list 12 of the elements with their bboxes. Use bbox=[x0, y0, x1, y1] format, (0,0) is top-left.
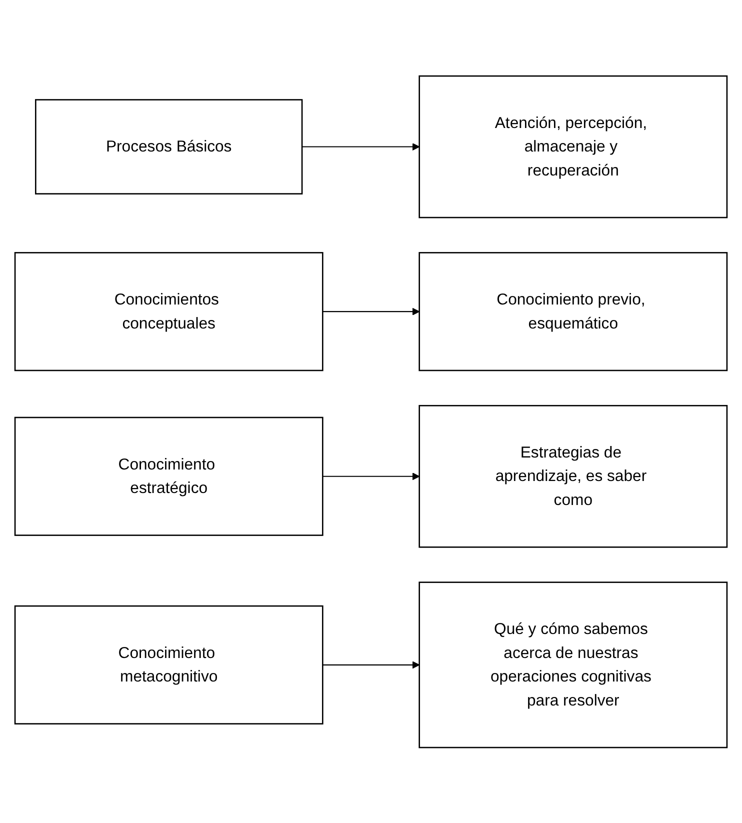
node-box: Estrategias de aprendizaje, es saber como bbox=[418, 404, 728, 548]
arrow bbox=[322, 307, 420, 316]
arrow bbox=[302, 142, 420, 150]
arrow bbox=[322, 660, 420, 668]
node-box: Conocimiento estratégico bbox=[14, 416, 324, 536]
node-box: Qué y cómo sabemos acerca de nuestras operaciones cognitivas para resolver bbox=[418, 581, 728, 748]
node-box: Conocimiento previo, esquemático bbox=[418, 252, 728, 371]
node-box: Conocimientos conceptuales bbox=[14, 252, 324, 371]
arrow bbox=[322, 472, 420, 480]
node-box: Conocimiento metacognitivo bbox=[14, 605, 324, 724]
node-box: Atención, percepción, almacenaje y recuperación bbox=[418, 75, 728, 218]
node-box: Procesos Básicos bbox=[35, 98, 303, 194]
